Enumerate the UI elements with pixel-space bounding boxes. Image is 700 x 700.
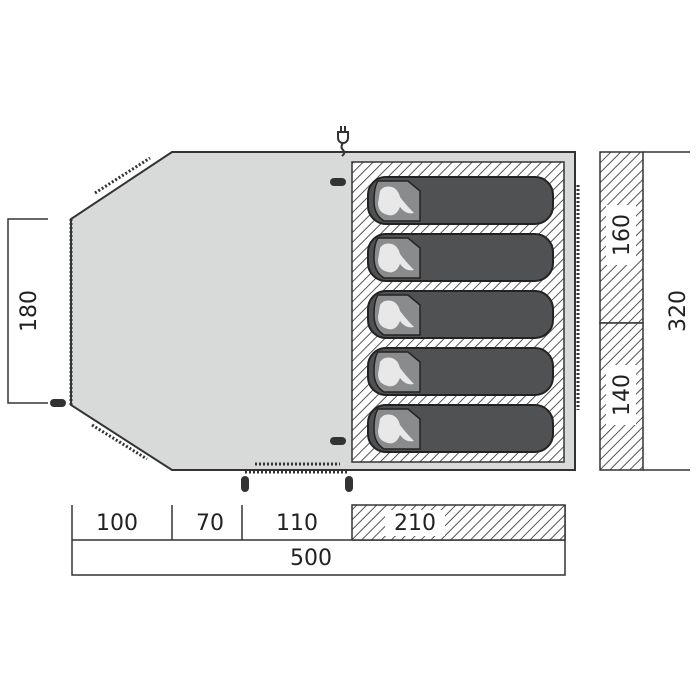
peg-icon [50, 399, 66, 407]
segment-label-1: 100 [96, 511, 138, 536]
sleeping-bag-icon [367, 290, 554, 339]
sleeping-bags [367, 176, 554, 453]
total-length-label: 500 [290, 546, 332, 571]
bedroom-depth-label-1: 160 [610, 214, 635, 256]
peg-icon [345, 476, 353, 492]
end-width-label: 180 [17, 290, 42, 332]
segment-label-3: 110 [276, 511, 318, 536]
tent-pegs [50, 178, 353, 492]
left-dimension-bracket [7, 218, 48, 404]
peg-icon [330, 437, 346, 445]
sleeping-bag-icon [367, 233, 554, 282]
power-plug-icon [337, 126, 349, 157]
sleeping-bag-icon [367, 404, 554, 453]
bedroom-depth-label-2: 140 [610, 374, 635, 416]
total-width-label: 320 [666, 290, 691, 332]
sleeping-bag-icon [367, 347, 554, 396]
sleeping-bag-icon [367, 176, 554, 225]
segment-label-4: 210 [394, 511, 436, 536]
segment-label-2: 70 [196, 511, 224, 536]
peg-icon [330, 178, 346, 186]
total-width-bracket [643, 151, 690, 471]
peg-icon [241, 476, 249, 492]
